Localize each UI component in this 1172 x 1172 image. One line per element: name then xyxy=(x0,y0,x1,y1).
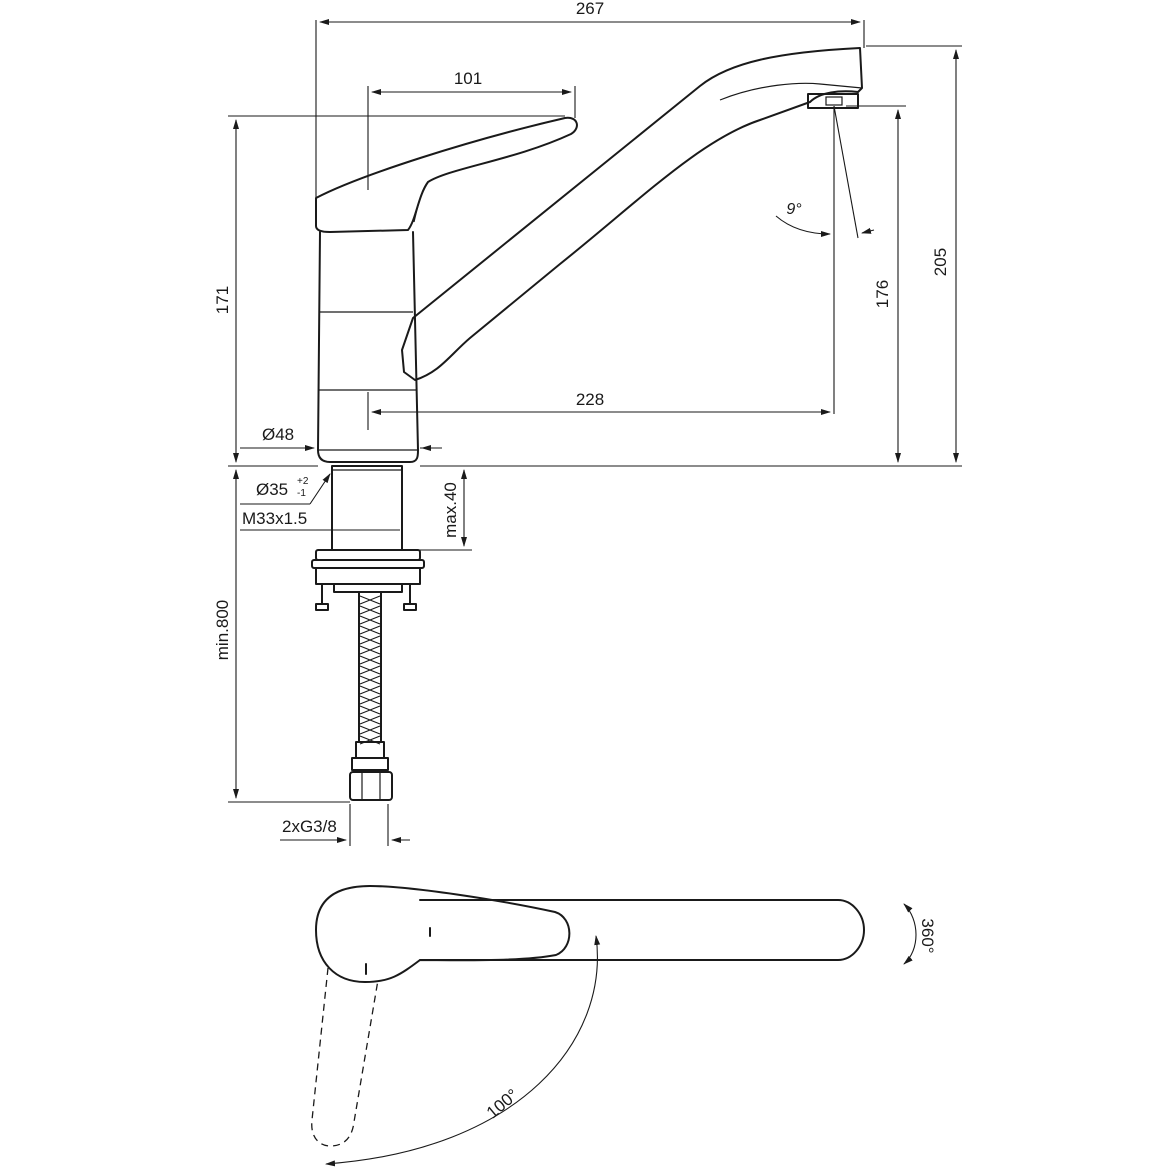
label-connection: 2xG3/8 xyxy=(282,817,337,836)
label-101: 101 xyxy=(454,69,482,88)
lever-handle xyxy=(315,116,578,233)
mounting-plate xyxy=(315,567,421,585)
label-diameter-48: Ø48 xyxy=(262,425,294,444)
label-thread: M33x1.5 xyxy=(242,509,307,528)
aerator xyxy=(807,93,859,109)
lever-swung-position xyxy=(311,967,379,1147)
label-9-degrees: 9° xyxy=(786,201,802,218)
label-tolerance-upper: +2 xyxy=(297,476,309,487)
spout xyxy=(401,47,863,381)
hose-nut xyxy=(349,771,393,801)
braided-hose xyxy=(349,591,393,801)
swing-arc xyxy=(325,935,601,1167)
dimension-lines xyxy=(228,19,962,846)
spout-top xyxy=(419,899,865,961)
label-228: 228 xyxy=(576,390,604,409)
dimension-labels: 267 101 171 9° 176 205 228 Ø48 Ø35 +2 -1… xyxy=(213,0,950,836)
rotation-arc xyxy=(903,903,917,965)
label-171: 171 xyxy=(213,286,232,314)
label-tolerance-lower: -1 xyxy=(297,488,306,499)
label-swing: 100° xyxy=(483,1085,522,1122)
label-deck-thickness: max.40 xyxy=(441,482,460,538)
label-hose-length: min.800 xyxy=(213,600,232,660)
label-267: 267 xyxy=(576,0,604,18)
label-diameter-35: Ø35 xyxy=(256,480,288,499)
mounting-shank xyxy=(331,465,403,551)
label-205: 205 xyxy=(931,248,950,276)
faucet-side-view xyxy=(311,47,863,801)
faucet-plan-view: 360° 100° xyxy=(311,885,937,1167)
body-column xyxy=(317,231,419,463)
label-176: 176 xyxy=(873,280,892,308)
label-rotation: 360° xyxy=(918,918,937,953)
